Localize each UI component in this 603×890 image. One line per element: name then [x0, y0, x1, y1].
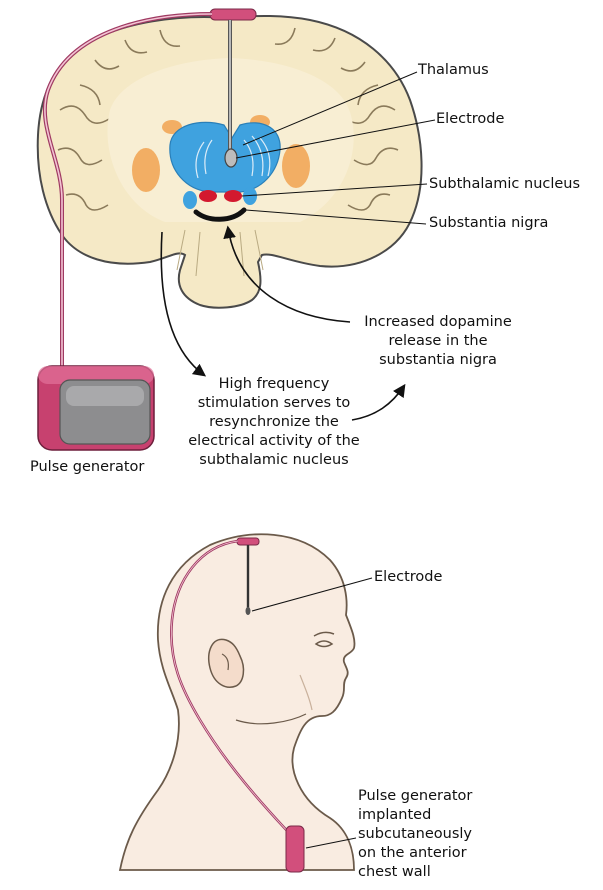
- label-implanted-pulse-generator: Pulse generator implanted subcutaneously…: [358, 787, 472, 882]
- label-electrode-top: Electrode: [436, 110, 504, 129]
- putamen-right: [282, 144, 310, 188]
- label-high-frequency-stimulation: High frequency stimulation serves to res…: [178, 375, 370, 470]
- implanted-pulse-generator: [286, 826, 304, 872]
- label-thalamus: Thalamus: [418, 61, 489, 80]
- putamen-left: [132, 148, 160, 192]
- pulse-generator-device: [38, 366, 154, 450]
- label-pulse-generator: Pulse generator: [30, 458, 144, 477]
- head-profile: [120, 534, 355, 870]
- subthalamic-nucleus-left: [199, 190, 217, 202]
- head-silhouette: [120, 534, 355, 870]
- label-subthalamic-nucleus: Subthalamic nucleus: [429, 175, 580, 194]
- label-substantia-nigra: Substantia nigra: [429, 214, 548, 233]
- label-dopamine-release: Increased dopamine release in the substa…: [352, 313, 524, 370]
- label-electrode-bottom: Electrode: [374, 568, 442, 587]
- subthalamic-nucleus-right: [224, 190, 242, 202]
